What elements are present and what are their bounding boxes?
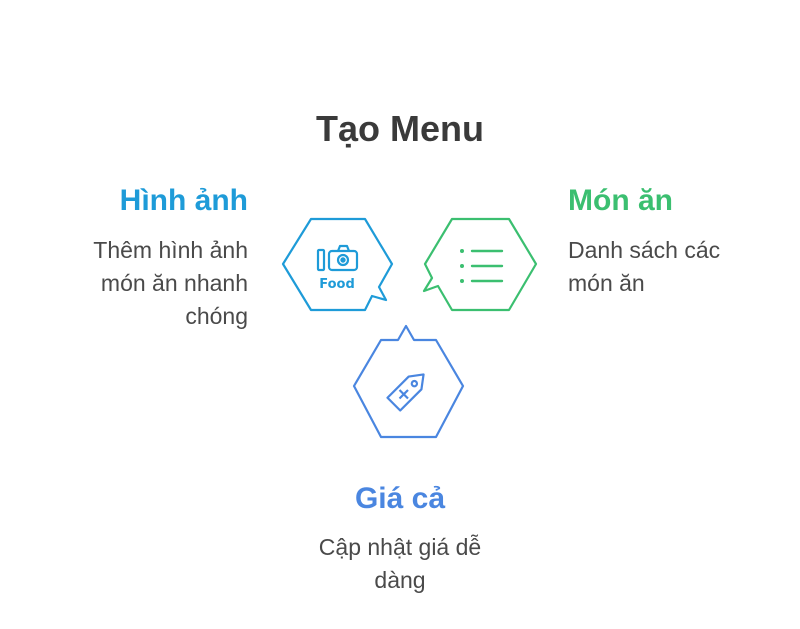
list-icon xyxy=(460,249,504,283)
food-camera-icon xyxy=(316,244,359,272)
diagram-title: Tạo Menu xyxy=(316,108,484,149)
food-icon-label: Food xyxy=(319,277,355,292)
dishes-heading: Món ăn xyxy=(568,184,673,217)
dishes-hexagon xyxy=(422,217,538,312)
images-heading: Hình ảnh xyxy=(119,184,248,217)
price-heading: Giá cả xyxy=(354,482,446,515)
dishes-description: Danh sách các món ăn xyxy=(568,237,721,296)
price-description: Cập nhật giá dễ dàng xyxy=(318,534,482,593)
price-tag-icon xyxy=(386,373,425,412)
images-hexagon: Food xyxy=(281,217,394,312)
images-description: Thêm hình ảnh món ăn nhanh chóng xyxy=(93,237,248,329)
price-hexagon xyxy=(352,324,465,439)
